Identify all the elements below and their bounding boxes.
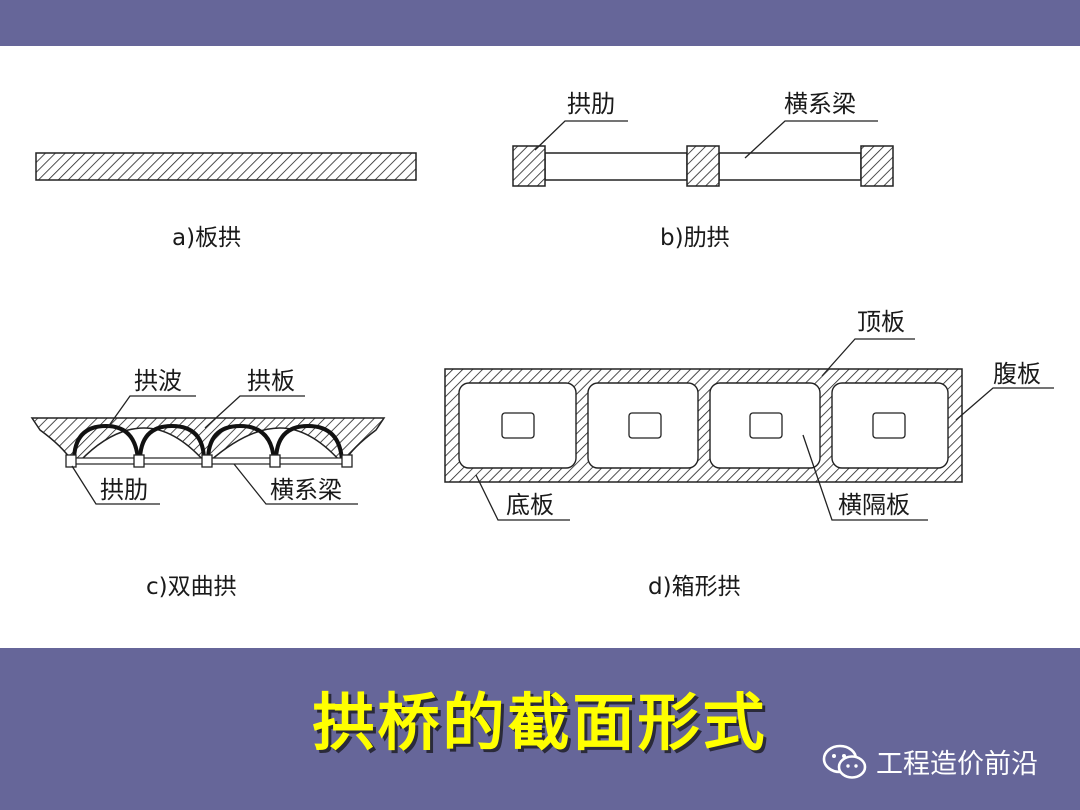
label-web: 腹板: [993, 360, 1041, 388]
top-band: [0, 0, 1080, 46]
rib-c-5: [341, 454, 353, 468]
leader-top: [821, 338, 915, 377]
watermark-text: 工程造价前沿: [876, 749, 1038, 780]
bottom-band: [0, 648, 1080, 810]
label-beam-b: 横系梁: [784, 90, 856, 118]
leader-beam-b: [744, 120, 878, 159]
leader-rib-c: [71, 465, 160, 505]
box-opening-4: [872, 412, 906, 439]
rib-c-3: [201, 454, 213, 468]
leader-web: [955, 387, 1054, 421]
arch-wave-1: [72, 423, 140, 462]
label-rib-b: 拱肋: [567, 90, 615, 118]
rib-c-4: [269, 454, 281, 468]
leader-rib-b: [534, 120, 628, 151]
caption-b: b)肋拱: [660, 225, 730, 251]
panel-c-double-curvature-arch: 拱波 拱板 拱肋 横系梁 c)双曲拱: [30, 367, 386, 600]
arch-rib-2: [686, 145, 720, 187]
rib-c-2: [133, 454, 145, 468]
label-bottom: 底板: [506, 491, 554, 519]
leader-beam-c: [233, 463, 358, 505]
leader-wave: [107, 395, 196, 428]
leader-plate: [204, 395, 305, 429]
caption-a: a)板拱: [172, 225, 241, 251]
arch-wave-4: [274, 423, 344, 462]
slide-title: 拱桥的截面形式: [312, 686, 768, 759]
caption-c: c)双曲拱: [146, 574, 237, 600]
box-opening-1: [501, 412, 535, 439]
label-plate: 拱板: [247, 367, 295, 395]
box-opening-3: [749, 412, 783, 439]
cross-section-diagram: a)板拱 拱肋 横系梁 b)肋拱 拱波 拱板 拱肋 横系梁 c)双曲拱: [30, 90, 1054, 600]
label-wave: 拱波: [134, 367, 182, 395]
label-diaphragm: 横隔板: [838, 491, 910, 519]
arch-wave-2: [138, 423, 206, 462]
leader-bottom: [475, 474, 570, 521]
label-beam-c: 横系梁: [270, 476, 342, 504]
wechat-icon: [822, 744, 867, 779]
arch-wave-3: [206, 423, 276, 462]
label-rib-c: 拱肋: [100, 476, 148, 504]
plate-arch-section: [35, 152, 417, 181]
caption-d: d)箱形拱: [648, 574, 741, 600]
diagram-canvas: a)板拱 拱肋 横系梁 b)肋拱 拱波 拱板 拱肋 横系梁 c)双曲拱: [0, 46, 1080, 648]
panel-b-rib-arch: 拱肋 横系梁 b)肋拱: [512, 90, 894, 251]
leader-diaphragm: [802, 434, 928, 521]
label-top: 顶板: [857, 308, 905, 336]
watermark: 工程造价前沿: [822, 742, 1038, 781]
cross-beam-span-2: [718, 152, 862, 181]
arch-rib-1: [512, 145, 546, 187]
arch-rib-3: [860, 145, 894, 187]
panel-a-plate-arch: a)板拱: [35, 152, 417, 251]
box-opening-2: [628, 412, 662, 439]
rib-c-1: [65, 454, 77, 468]
panel-d-box-arch: 顶板 腹板 底板 横隔板 d)箱形拱: [444, 308, 1054, 600]
cross-beam-span-1: [544, 152, 688, 181]
